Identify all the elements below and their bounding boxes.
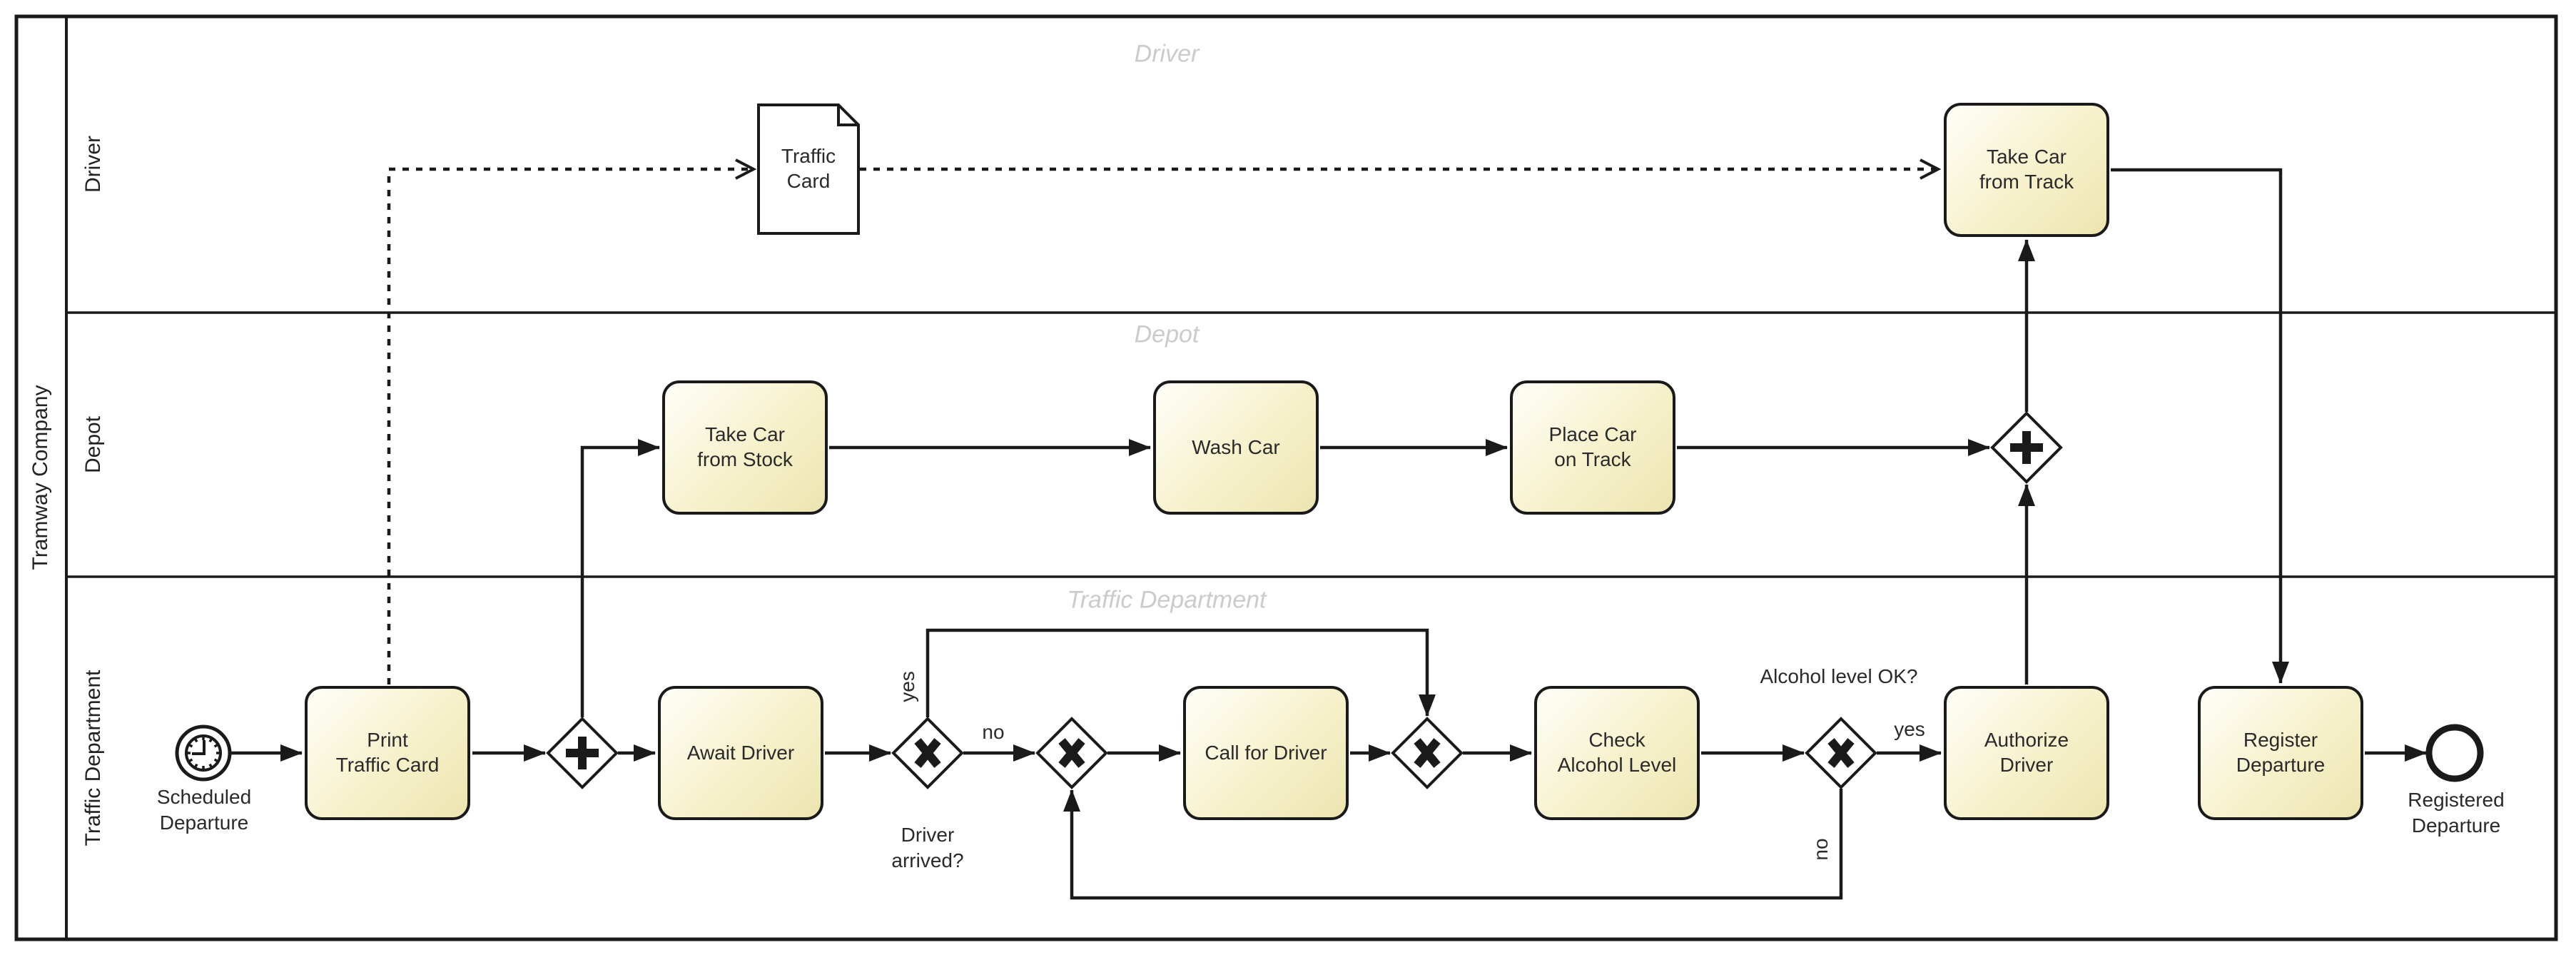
task-call-for-driver[interactable]: Call for Driver bbox=[1183, 686, 1349, 820]
watermark-depot: Depot bbox=[1134, 320, 1200, 348]
flow-xor1-yes-to-xor3 bbox=[926, 628, 1436, 717]
label-driver-yes: yes bbox=[896, 671, 919, 702]
flow-take-track-to-register bbox=[2111, 168, 2289, 684]
data-object-traffic-card[interactable] bbox=[757, 103, 860, 235]
plus-icon bbox=[566, 737, 599, 769]
gateway-xor-merge-call[interactable] bbox=[1035, 717, 1108, 789]
association-print-to-traffic-card bbox=[387, 158, 757, 684]
task-take-car-from-stock[interactable]: Take Car from Stock bbox=[662, 380, 828, 515]
x-icon bbox=[1414, 738, 1441, 768]
task-check-alcohol-level[interactable]: Check Alcohol Level bbox=[1534, 686, 1700, 820]
plus-icon bbox=[2010, 431, 2043, 464]
watermark-traffic-department: Traffic Department bbox=[1067, 586, 1267, 614]
task-place-car-on-track[interactable]: Place Car on Track bbox=[1510, 380, 1675, 515]
start-event-timer[interactable] bbox=[175, 724, 232, 782]
task-register-departure[interactable]: Register Departure bbox=[2198, 686, 2363, 820]
label-alcohol-no: no bbox=[1810, 838, 1832, 861]
x-icon bbox=[1827, 738, 1855, 768]
task-authorize-driver[interactable]: Authorize Driver bbox=[1944, 686, 2109, 820]
watermark-driver: Driver bbox=[1134, 40, 1200, 68]
gateway-parallel-split[interactable] bbox=[546, 717, 619, 789]
pool-label: Tramway Company bbox=[29, 385, 52, 570]
end-event-label: Registered Departure bbox=[2408, 789, 2505, 837]
lane-label-driver: Driver bbox=[81, 136, 105, 193]
task-print-traffic-card[interactable]: Print Traffic Card bbox=[305, 686, 470, 820]
gateway-xor-alcohol-ok[interactable] bbox=[1805, 717, 1877, 789]
gateway-parallel-join-depot[interactable] bbox=[1990, 411, 2063, 484]
label-alcohol-yes: yes bbox=[1894, 718, 1925, 741]
pool-border bbox=[14, 14, 2558, 941]
timer-clock-icon bbox=[185, 734, 222, 772]
flow-xor4-no-loop-to-xor2 bbox=[1063, 789, 1843, 900]
label-driver-no: no bbox=[982, 721, 1005, 744]
flow-parallel-to-take-stock bbox=[580, 439, 660, 717]
label-driver-arrived: Driver arrived? bbox=[891, 824, 964, 871]
x-icon bbox=[1058, 738, 1085, 768]
task-wash-car[interactable]: Wash Car bbox=[1153, 380, 1319, 515]
lane-label-depot: Depot bbox=[81, 415, 105, 474]
start-event-label: Scheduled Departure bbox=[156, 786, 252, 834]
task-await-driver[interactable]: Await Driver bbox=[658, 686, 823, 820]
document-fold-icon bbox=[837, 105, 858, 126]
lane-label-traffic-department: Traffic Department bbox=[81, 670, 105, 847]
end-event[interactable] bbox=[2425, 724, 2484, 782]
data-object-label-traffic-card: Traffic Card bbox=[781, 145, 836, 192]
x-icon bbox=[914, 738, 941, 768]
task-take-car-from-track[interactable]: Take Car from Track bbox=[1944, 103, 2109, 237]
gateway-xor-driver-arrived[interactable] bbox=[891, 717, 964, 789]
label-alcohol-level-ok: Alcohol level OK? bbox=[1760, 665, 1918, 688]
gateway-xor-merge-check[interactable] bbox=[1391, 717, 1464, 789]
